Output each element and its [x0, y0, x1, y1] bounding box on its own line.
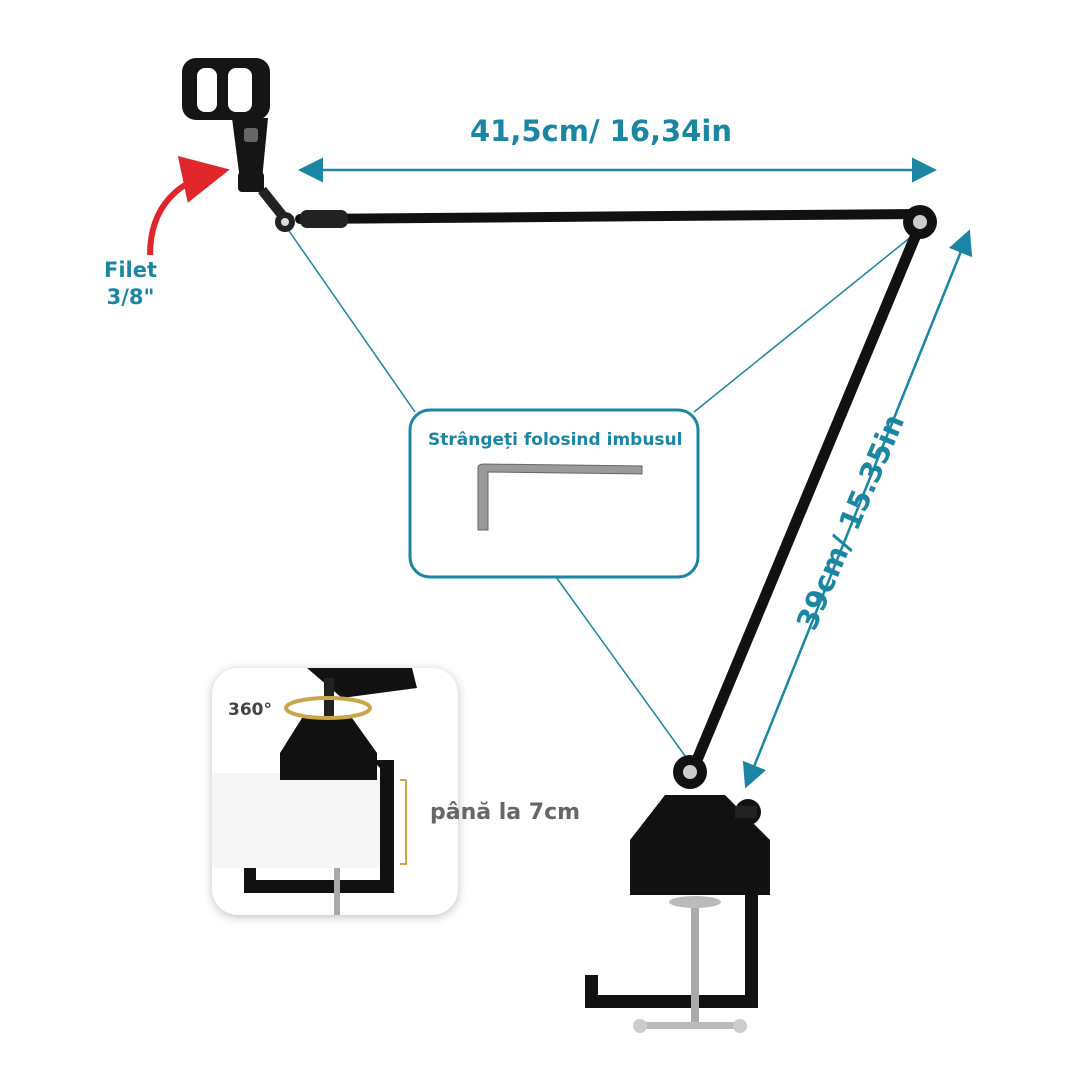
callout-title: Strângeți folosind imbusul: [428, 430, 683, 450]
desk-clamp: [585, 795, 770, 1033]
rotation-arrow-icon: [284, 696, 372, 720]
thread-label-line1: Filet: [104, 258, 158, 282]
allen-key-icon: [477, 463, 643, 531]
mic-clip: [182, 58, 286, 219]
clamp-range-label: până la 7cm: [430, 800, 581, 825]
vertical-dimension-arrow: [742, 229, 973, 789]
range-bracket: [400, 779, 407, 865]
rotation-label: 360°: [228, 700, 272, 720]
thread-label: Filet 3/8": [104, 257, 157, 311]
callout-box: [408, 408, 700, 579]
clamp-inset-image: [212, 668, 458, 915]
horizontal-dimension-label: 41,5cm/ 16,34in: [470, 114, 732, 148]
thread-label-line2: 3/8": [106, 285, 155, 309]
red-arrow-icon: [147, 155, 230, 256]
